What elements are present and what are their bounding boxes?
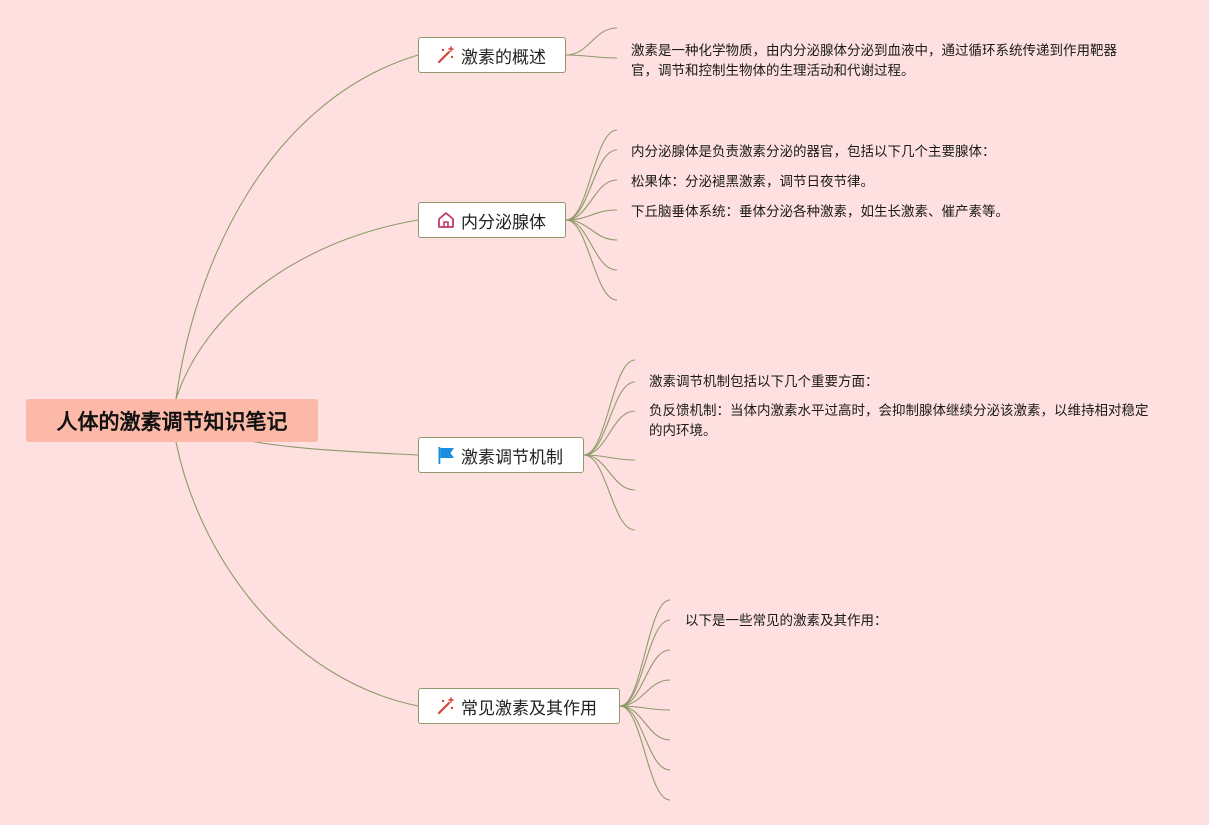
connector-branch-to-leaf	[583, 410, 636, 456]
leaf-note[interactable]: 松果体：分泌褪黑激素，调节日夜节律。	[631, 174, 874, 190]
connector-branch-to-leaf	[565, 149, 618, 221]
magic-wand-icon	[435, 44, 457, 66]
branch-common-hormones[interactable]: 常见激素及其作用	[418, 688, 620, 724]
connector-root-to-branch	[175, 441, 419, 707]
branch-endocrine-glands[interactable]: 内分泌腺体	[418, 202, 566, 238]
leaf-note[interactable]: 以下是一些常见的激素及其作用：	[685, 613, 888, 629]
leaf-note[interactable]: 激素是一种化学物质，由内分泌腺体分泌到血液中，通过循环系统传递到作用靶器官，调节…	[631, 43, 1117, 79]
house-icon	[435, 209, 457, 231]
branch-label: 激素调节机制	[461, 447, 563, 468]
connector-root-to-branch	[249, 440, 419, 456]
connector-branch-to-leaf	[583, 454, 636, 491]
connector-branch-to-leaf	[565, 179, 618, 221]
connector-branch-to-leaf	[565, 219, 618, 271]
connector-branch-to-leaf	[565, 219, 618, 241]
connector-branch-to-leaf	[565, 129, 618, 221]
connector-branch-to-leaf	[565, 209, 618, 221]
connector-branch-to-leaf	[619, 705, 671, 741]
branch-label: 激素的概述	[461, 47, 546, 68]
flag-icon	[435, 444, 457, 466]
connector-branch-to-leaf	[619, 649, 671, 707]
connector-branch-to-leaf	[619, 679, 671, 707]
connector-branch-to-leaf	[583, 359, 636, 456]
branch-label: 内分泌腺体	[461, 212, 546, 233]
leaf-note[interactable]: 负反馈机制：当体内激素水平过高时，会抑制腺体继续分泌该激素，以维持相对稳定的内环…	[649, 403, 1149, 439]
magic-wand-icon	[435, 695, 457, 717]
connector-branch-to-leaf	[619, 619, 671, 707]
connector-root-to-branch	[175, 54, 419, 400]
leaf-note[interactable]: 内分泌腺体是负责激素分泌的器官，包括以下几个主要腺体：	[631, 144, 996, 160]
root-topic-label: 人体的激素调节知识笔记	[56, 409, 288, 434]
connector-branch-to-leaf	[565, 27, 618, 56]
root-topic[interactable]: 人体的激素调节知识笔记	[26, 399, 318, 442]
leaf-note[interactable]: 下丘脑垂体系统：垂体分泌各种激素，如生长激素、催产素等。	[631, 204, 1009, 220]
branch-hormone-overview[interactable]: 激素的概述	[418, 37, 566, 73]
connector-branch-to-leaf	[565, 54, 618, 59]
connector-branch-to-leaf	[619, 705, 671, 771]
branch-regulation-mechanism[interactable]: 激素调节机制	[418, 437, 584, 473]
branch-label: 常见激素及其作用	[461, 698, 597, 719]
connector-branch-to-leaf	[619, 705, 671, 801]
leaf-note[interactable]: 激素调节机制包括以下几个重要方面：	[649, 374, 879, 390]
connector-branch-to-leaf	[583, 381, 636, 456]
connector-root-to-branch	[175, 219, 419, 400]
connector-branch-to-leaf	[583, 454, 636, 531]
connector-branch-to-leaf	[619, 599, 671, 707]
connector-branch-to-leaf	[565, 219, 618, 301]
